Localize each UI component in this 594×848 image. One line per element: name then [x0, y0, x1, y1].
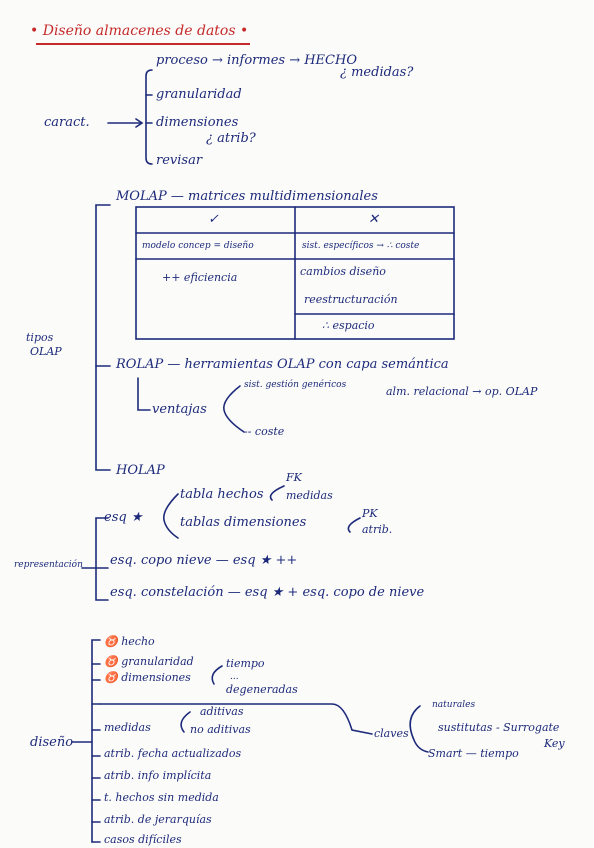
table-pro-2: ++ eficiencia [162, 271, 238, 284]
medidas-label: medidas [286, 489, 333, 502]
representacion-bracket [95, 517, 109, 601]
page-title: • Diseño almacenes de datos • [30, 23, 249, 39]
diseno-item-dimensiones: ♉ dimensiones [104, 671, 191, 684]
caract-item-revisar: revisar [156, 153, 203, 168]
caract-item-medidas: ¿ medidas? [340, 65, 414, 80]
rolap-ventajas-line [137, 377, 151, 411]
caract-item-proceso: proceso → informes → HECHO [156, 53, 357, 68]
diseno-label: diseño [30, 735, 74, 750]
diseno-item-granularidad: ♉ granularidad [104, 655, 194, 668]
caract-item-granularidad: granularidad [156, 87, 242, 102]
claves-naturales: naturales [432, 700, 476, 710]
caract-label: caract. [44, 115, 90, 130]
esq-estrella: esq ★ [104, 510, 143, 525]
claves-sustitutas: sustitutas - Surrogate [438, 721, 560, 734]
esq-brace [162, 493, 179, 539]
table-col-con: ✕ [368, 212, 379, 227]
table-col-pro: ✓ [208, 212, 219, 227]
caract-bracket [145, 69, 153, 165]
claves-line [99, 703, 373, 735]
ventajas-label: ventajas [152, 402, 207, 417]
caract-item-dimensiones: dimensiones [156, 115, 239, 130]
diseno-item-dificiles: casos difíciles [104, 833, 182, 846]
claves-smart: Smart — tiempo [428, 747, 519, 760]
fk-label: FK [286, 471, 302, 484]
molap-title: MOLAP — matrices multidimensionales [116, 189, 378, 204]
table-con-2: cambios diseño [300, 265, 386, 278]
tipos-bracket [95, 204, 111, 471]
diseno-item-info: atrib. info implícita [104, 769, 212, 782]
diseno-item-hecho: ♉ hecho [104, 635, 155, 648]
ventajas-brace [223, 385, 245, 433]
atrib-label: atrib. [362, 523, 393, 536]
dim-sub-tiempo: tiempo [226, 657, 265, 670]
table-pro-1: modelo concep = diseño [142, 241, 254, 251]
caract-arrow-head [135, 118, 144, 128]
holap-title: HOLAP [116, 463, 165, 478]
rolap-right: alm. relacional → op. OLAP [386, 385, 538, 398]
table-con-1: sist. específicos → ∴ coste [302, 241, 420, 251]
diseno-bracket [91, 639, 101, 843]
rolap-title: ROLAP — herramientas OLAP con capa semán… [116, 357, 449, 372]
table-con-3: reestructuración [304, 293, 398, 306]
olap-label: OLAP [30, 345, 62, 358]
tablas-dimensiones: tablas dimensiones [180, 515, 307, 530]
claves-brace [409, 705, 429, 753]
dim-sub-degeneradas: degeneradas [226, 683, 298, 696]
claves-key: Key [544, 737, 565, 750]
diseno-item-medidas: medidas [104, 721, 151, 734]
diseno-item-fecha: atrib. fecha actualizados [104, 747, 242, 760]
tabla-hechos: tabla hechos [180, 487, 264, 502]
copo-nieve: esq. copo nieve — esq ★ ++ [110, 553, 298, 568]
medidas-sub-no-aditivas: no aditivas [190, 723, 251, 736]
medidas-sub-aditivas: aditivas [200, 705, 244, 718]
table-con-4: ∴ espacio [322, 319, 375, 332]
ventajas-item-2: -- coste [244, 425, 285, 438]
diseno-item-jerarquias: atrib. de jerarquías [104, 813, 212, 826]
claves-label: claves [374, 727, 409, 740]
caract-item-atrib: ¿ atrib? [206, 131, 256, 146]
diseno-item-sin-medida: t. hechos sin medida [104, 791, 219, 804]
dim-sub-etc: ... [230, 672, 239, 682]
ventajas-item-1: sist. gestión genéricos [244, 380, 347, 390]
representacion-label: representación [14, 560, 83, 570]
pk-label: PK [362, 507, 378, 520]
title-underline [36, 43, 250, 45]
constelacion: esq. constelación — esq ★ + esq. copo de… [110, 585, 425, 600]
tipos-label: tipos [26, 331, 54, 344]
